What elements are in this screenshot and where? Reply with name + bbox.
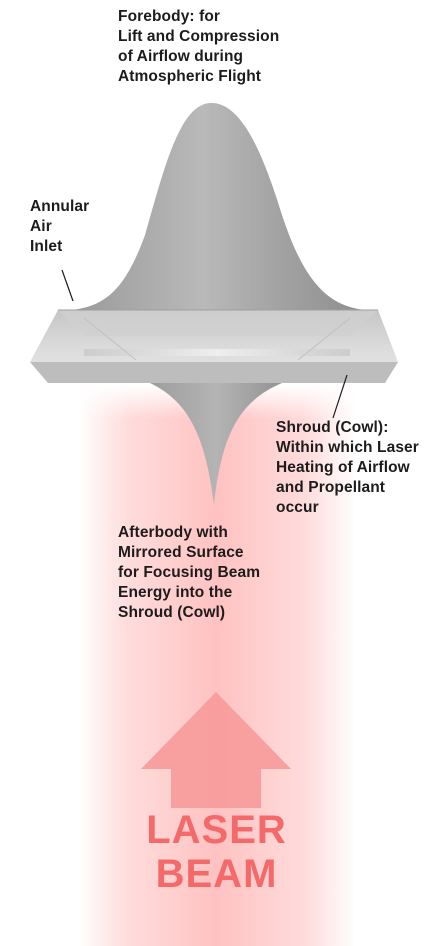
shroud-label: Shroud (Cowl): Within which Laser Heatin… [276,419,419,516]
shroud-leader-line [332,374,348,419]
forebody [72,102,365,310]
beam-arrow-icon [141,692,291,808]
afterbody [150,383,282,505]
afterbody-label: Afterbody with Mirrored Surface for Focu… [118,524,261,621]
shroud-cowl [30,309,398,383]
inlet-leader-line [61,269,74,302]
inlet-label: Annular Air Inlet [30,198,90,255]
forebody-label: Forebody: for Lift and Compression of Ai… [118,8,280,85]
laser-beam-label: LASER BEAM [146,808,287,896]
